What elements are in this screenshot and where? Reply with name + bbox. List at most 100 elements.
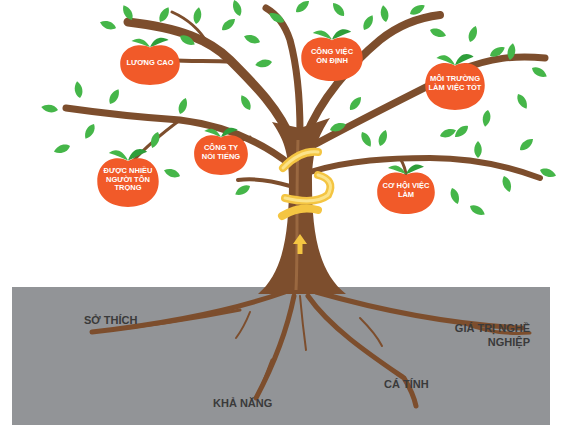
root-label: KHẢ NĂNG	[213, 397, 303, 411]
ribbon-band	[282, 208, 318, 216]
leaf	[376, 129, 389, 148]
fruit-leaf	[150, 38, 169, 47]
fruit-body	[120, 45, 180, 85]
trunk-highlight	[296, 140, 298, 290]
leaf	[429, 26, 448, 39]
fruit-node: ĐƯỢC NHIỀU NGƯỜI TÔN TRỌNG	[96, 153, 160, 207]
fruit-text: CƠ HỘI VIỆC LÀM	[382, 182, 430, 199]
fruit-text: LƯƠNG CAO	[122, 59, 178, 68]
fruit-body	[97, 158, 158, 207]
leaf	[233, 183, 251, 198]
leaves	[41, 0, 558, 218]
leaf	[539, 166, 558, 179]
leaf	[515, 92, 530, 110]
fruit-node: CÔNG VIỆC ỔN ĐỊNH	[300, 33, 364, 81]
fruit-leaf	[332, 29, 351, 39]
branch	[66, 108, 292, 166]
ribbon-band	[285, 175, 330, 201]
leaf	[474, 141, 482, 158]
fruit-node: MÔI TRƯỜNG LÀM VIỆC TỐT	[424, 58, 486, 110]
leaf	[359, 130, 374, 148]
leaf	[267, 10, 285, 25]
leaf	[163, 167, 182, 180]
fruit-leaf	[313, 30, 332, 39]
leaf	[82, 122, 97, 140]
fruit-body	[425, 63, 485, 110]
leaf	[157, 5, 172, 23]
leaf	[243, 33, 262, 46]
fruit-body	[194, 135, 248, 175]
ground	[12, 287, 550, 425]
root	[256, 360, 272, 398]
leaf	[408, 2, 426, 17]
fruit-leaf	[128, 149, 147, 161]
fruit-text: ĐƯỢC NHIỀU NGƯỜI TÔN TRỌNG	[101, 167, 155, 193]
leaf	[468, 203, 486, 218]
leaf	[220, 16, 238, 33]
leaf	[149, 131, 162, 150]
leaf	[176, 97, 189, 116]
fruit-text: CÔNG VIỆC ỔN ĐỊNH	[307, 48, 357, 65]
root	[256, 296, 294, 398]
leaf	[41, 103, 59, 113]
leaf	[488, 44, 506, 59]
leaf	[506, 43, 516, 61]
leaf	[448, 187, 461, 206]
fruit-leaf	[109, 150, 128, 160]
leaf	[481, 109, 491, 127]
fruit-leaf	[221, 128, 238, 137]
fruit-leaf	[406, 165, 424, 175]
root-label: CÁ TÍNH	[384, 378, 444, 392]
root-hair	[300, 296, 306, 350]
leaf	[107, 87, 122, 105]
root-hair	[236, 312, 250, 338]
roots	[92, 292, 530, 406]
leaf	[329, 121, 348, 134]
leaf	[120, 3, 135, 21]
fruit-text: CÔNG TY NỔI TIẾNG	[198, 144, 244, 161]
leaf	[99, 19, 118, 32]
fruit-text: MÔI TRƯỜNG LÀM VIỆC TỐT	[428, 75, 482, 92]
leaf	[294, 0, 312, 15]
leaf	[238, 93, 253, 111]
ribbon-shine	[285, 175, 330, 201]
leaf	[73, 81, 83, 99]
ribbon	[282, 152, 330, 216]
root-label: SỞ THÍCH	[84, 314, 164, 328]
fruit-body	[301, 38, 362, 81]
fruit-leaf	[436, 55, 455, 65]
fruit-node: LƯƠNG CAO	[119, 41, 181, 85]
leaf	[379, 5, 389, 23]
fruit-node: CÔNG TY NỔI TIẾNG	[193, 131, 249, 175]
root-hair	[360, 318, 382, 346]
branch	[266, 8, 300, 132]
leaf	[530, 65, 548, 80]
leaf	[361, 13, 376, 31]
growth-arrow	[293, 234, 307, 254]
ribbon-shine	[283, 152, 318, 168]
trunk	[258, 118, 346, 294]
fruit-leaf	[455, 54, 474, 65]
leaf	[255, 58, 273, 68]
fruit-leaf	[204, 129, 221, 137]
leaf	[330, 1, 347, 19]
leaf	[178, 33, 196, 48]
fruit-leaf	[131, 39, 150, 47]
leaf	[347, 95, 364, 113]
leaf	[231, 0, 244, 17]
root-label: GIÁ TRỊ NGHỀ NGHIỆP	[445, 322, 530, 350]
leaf	[518, 136, 536, 153]
leaf	[466, 25, 479, 44]
leaf	[500, 175, 513, 194]
leaf	[439, 127, 458, 140]
branch	[238, 179, 290, 186]
fruit-body	[377, 172, 435, 214]
leaf	[192, 7, 202, 25]
fruit-leaf	[388, 166, 406, 175]
fruit-node: CƠ HỘI VIỆC LÀM	[376, 168, 436, 214]
ribbon-band	[283, 152, 318, 168]
leaf	[53, 142, 72, 155]
